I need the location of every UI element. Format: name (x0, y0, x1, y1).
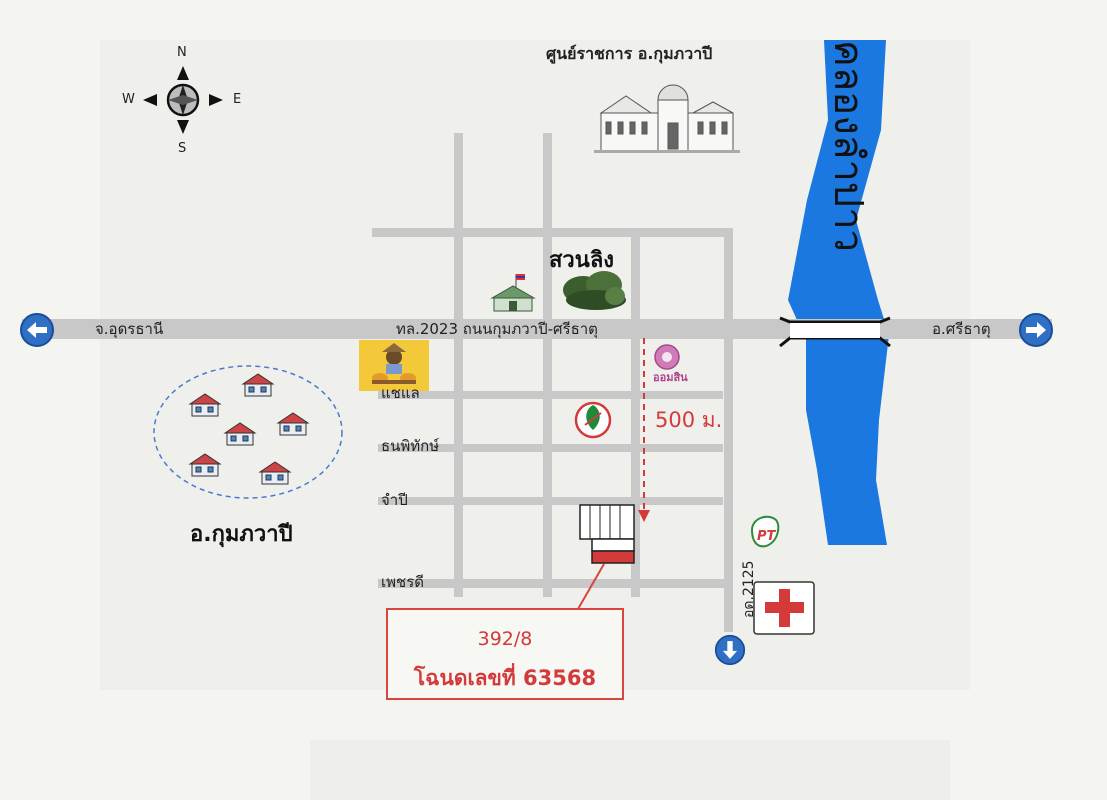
road-vertical-1 (454, 133, 463, 597)
river (788, 40, 889, 545)
road-top (372, 228, 733, 237)
svg-text:PT: PT (757, 529, 777, 544)
plot-deed-number: โฉนดเลขที่ 63568 (413, 666, 597, 690)
background-panel-lower (310, 740, 950, 800)
gov-center-label: ศูนย์ราชการ อ.กุมภวาปี (546, 44, 713, 63)
road-street-1 (378, 391, 723, 399)
district-label: อ.กุมภวาปี (190, 522, 293, 547)
west-direction-arrow-icon (20, 313, 54, 347)
village-boundary (153, 365, 343, 499)
street-4-label: เพชรดี (381, 573, 424, 591)
east-direction-arrow-icon (1019, 313, 1053, 347)
plot-number: 392/8 (477, 628, 533, 650)
distance-label: 500 ม. (655, 408, 723, 432)
river-label: คลองลำปาว (825, 40, 871, 253)
street-1-label: แชแล (381, 384, 420, 402)
bank-name: ออมสิน (653, 371, 688, 384)
road-vertical-2 (543, 133, 552, 597)
road-street-4 (378, 579, 728, 588)
south-direction-arrow-icon (714, 634, 746, 666)
plot-info-box: 392/8 โฉนดเลขที่ 63568 (386, 608, 624, 700)
road-vertical-3 (631, 228, 640, 597)
road-street-3 (378, 497, 723, 505)
plot-connector-line (577, 563, 605, 610)
house-icon (188, 373, 310, 485)
west-destination-label: จ.อุดรธานี (95, 320, 164, 338)
distance-arrow-head (638, 510, 650, 522)
main-highway-label: ทล.2023 ถนนกุมภวาปี-ศรีธาตุ (396, 320, 598, 338)
compass-w: W (122, 92, 135, 107)
road-vertical-4 (724, 232, 733, 632)
compass-n: N (177, 45, 187, 60)
road-street-2 (378, 444, 723, 452)
street-2-label: ธนพิทักษ์ (381, 437, 440, 455)
east-destination-label: อ.ศรีธาตุ (932, 320, 991, 338)
side-road-label: อด.2125 (741, 560, 757, 618)
bridge-deck (790, 323, 880, 338)
compass-s: S (178, 141, 187, 156)
park-label: สวนลิง (549, 248, 615, 273)
street-3-label: จำปี (381, 491, 408, 509)
compass-e: E (233, 92, 242, 107)
